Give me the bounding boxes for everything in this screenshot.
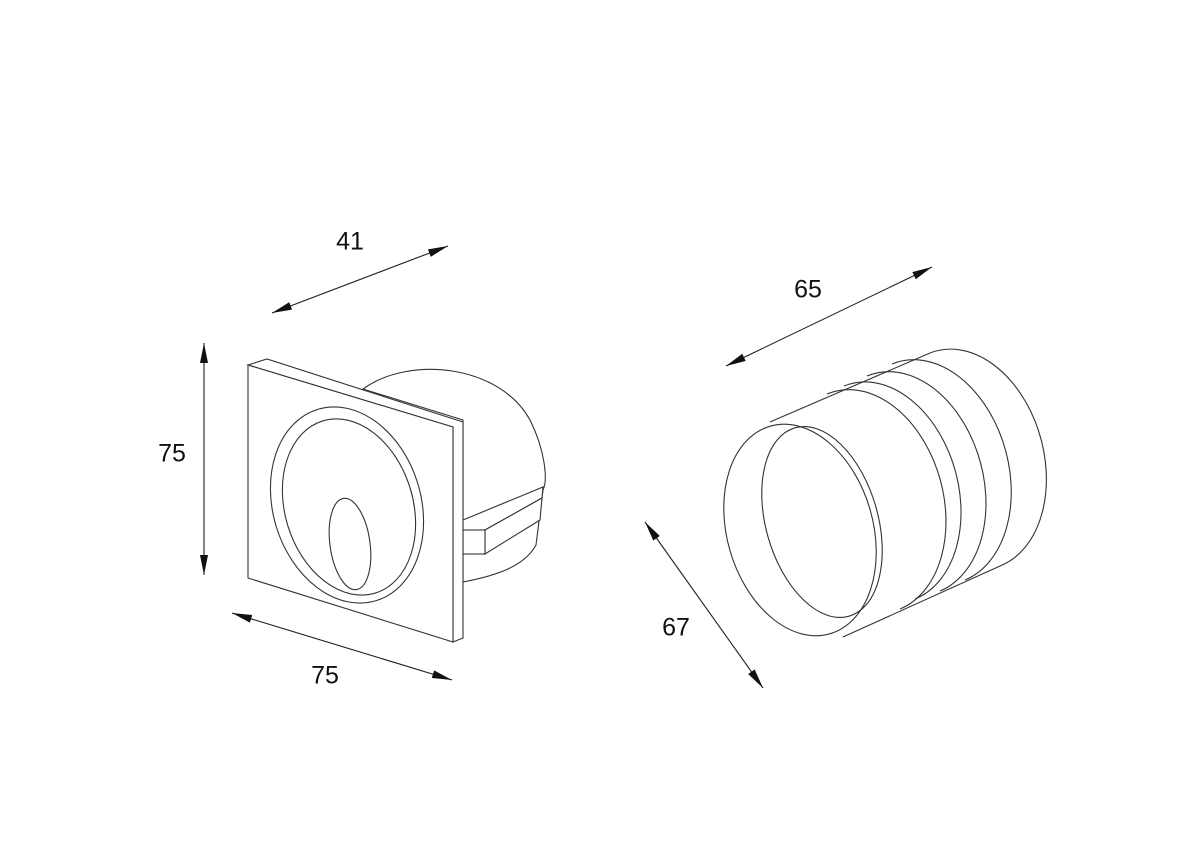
- dim-line-75-width: [231, 612, 453, 681]
- dim-line-67: [644, 521, 764, 689]
- ring: [891, 359, 1012, 581]
- front-opening: [761, 425, 883, 619]
- dim-label-75-width: 75: [311, 661, 339, 690]
- inner-ring: [281, 418, 417, 596]
- dim-line-41: [271, 245, 449, 314]
- dim-line-65: [725, 266, 933, 367]
- back-end: [929, 348, 1047, 567]
- dim-label-67: 67: [662, 613, 690, 642]
- dim-label-41: 41: [336, 227, 364, 256]
- ring: [843, 381, 962, 600]
- dim-label-75-height: 75: [158, 439, 186, 468]
- ring: [866, 371, 987, 592]
- lens-opening: [328, 497, 372, 591]
- front-rim: [723, 423, 877, 637]
- dim-label-65: 65: [794, 275, 822, 304]
- ring: [826, 389, 947, 610]
- outer-ring: [269, 406, 425, 604]
- round-fixture: [723, 348, 1047, 638]
- square-fixture: [246, 358, 546, 643]
